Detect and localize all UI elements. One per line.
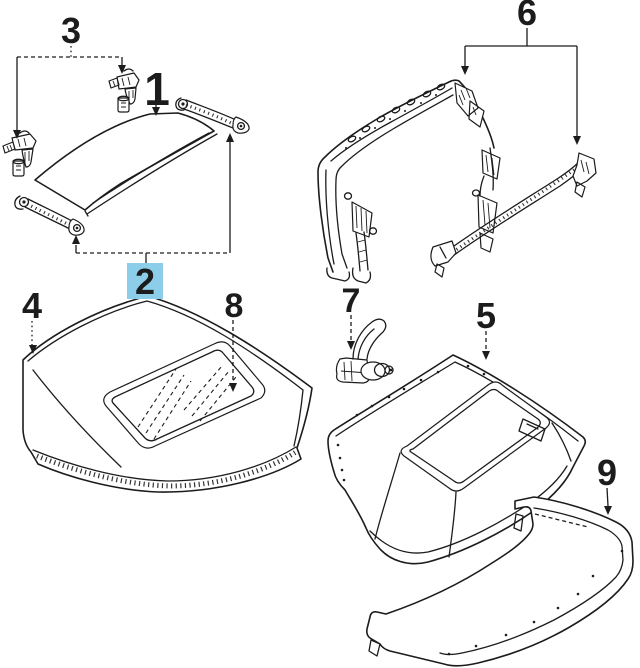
frame-corner-bracket — [454, 82, 485, 128]
callout-9: 9 — [597, 452, 617, 515]
side-rail-upper — [175, 97, 250, 134]
boot-trim-outline — [366, 496, 634, 667]
callout-4: 4 — [22, 285, 42, 354]
arrowhead — [482, 351, 490, 360]
callout-2-highlight-box — [127, 263, 163, 299]
callout-3-number: 3 — [61, 10, 81, 51]
callout-7-number: 7 — [342, 282, 361, 320]
arrowhead — [29, 345, 37, 354]
arrowhead — [347, 341, 355, 350]
callout-1: 1 — [144, 63, 170, 116]
callout-4-number: 4 — [22, 285, 42, 326]
boot-trim-stitch-line — [534, 513, 589, 528]
callout-9-leader — [606, 487, 609, 507]
part-boot-trim — [366, 496, 634, 667]
arrowhead — [72, 235, 80, 244]
side-lock-barrel — [360, 361, 386, 381]
part-side-lock — [335, 318, 394, 384]
header-panel-edge-lines — [84, 132, 218, 217]
callout-6-leader — [464, 28, 578, 136]
callout-8-number: 8 — [225, 287, 244, 325]
callout-7: 7 — [342, 282, 361, 350]
part-hardtop-shell — [22, 295, 313, 493]
frame-inner-edge — [335, 94, 454, 269]
front-lock-right — [108, 68, 140, 113]
top-cover-window-outer — [400, 381, 551, 492]
arrowhead — [226, 133, 234, 142]
rail-hatching — [26, 202, 72, 228]
frame-mount-holes — [345, 83, 446, 149]
callouts: 3 1 2 6 4 — [13, 0, 617, 515]
rear-window-frame-outer — [103, 341, 266, 449]
rail-right-bracket — [572, 152, 597, 198]
top-cover-seams — [374, 422, 572, 558]
part-top-frame — [317, 79, 597, 284]
callout-8: 8 — [225, 287, 244, 392]
frame-side-rail — [430, 152, 597, 278]
boot-trim-inner-lines — [368, 507, 624, 657]
hardtop-edge-lines — [27, 300, 304, 482]
callout-6-number: 6 — [517, 0, 537, 33]
callout-5-number: 5 — [476, 295, 496, 336]
frame-channel-lines — [325, 87, 453, 282]
top-cover-window-tab — [518, 418, 546, 442]
header-panel-outline — [34, 112, 215, 211]
frame-left-hinge — [343, 192, 378, 284]
boot-trim-snap-dots — [447, 549, 624, 656]
part-top-cover — [327, 354, 587, 565]
arrowhead — [13, 130, 21, 139]
arrowhead — [573, 136, 581, 145]
side-lock-handle — [352, 318, 387, 360]
callout-2: 2 — [72, 133, 234, 302]
callout-3: 3 — [13, 10, 126, 139]
arrowhead — [604, 506, 612, 515]
lock-striker-pin — [12, 160, 25, 177]
callout-6: 6 — [461, 0, 581, 145]
rear-window-frame-inner — [111, 349, 255, 442]
arrowhead — [229, 383, 237, 392]
part-side-rails — [14, 97, 250, 236]
side-rail-lower — [14, 195, 85, 236]
top-cover-snap-dots — [336, 364, 486, 482]
arrowhead — [461, 66, 469, 75]
rail-hatching — [448, 163, 582, 257]
lock-striker-pin — [117, 97, 130, 113]
part-header-panel — [34, 112, 218, 217]
callout-5: 5 — [476, 295, 496, 360]
part-front-locks — [2, 68, 140, 177]
callout-1-number: 1 — [144, 63, 170, 115]
callout-2-number: 2 — [135, 261, 155, 302]
callout-9-number: 9 — [597, 452, 617, 493]
arrowhead — [118, 65, 126, 74]
rail-left-foot — [430, 240, 457, 278]
arrowhead — [152, 107, 160, 116]
front-lock-left — [2, 130, 37, 177]
